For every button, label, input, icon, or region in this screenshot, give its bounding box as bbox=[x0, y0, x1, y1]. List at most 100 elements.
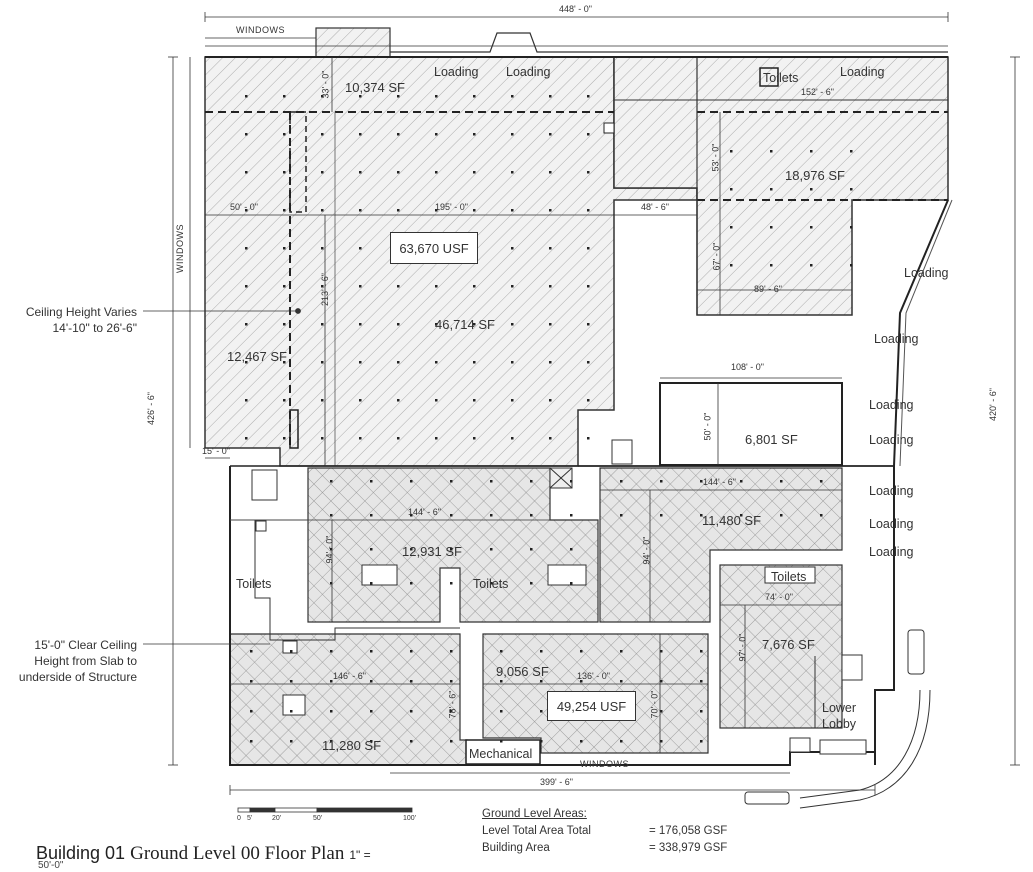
column-marker bbox=[370, 650, 373, 653]
areas-row: Building Area = 338,979 GSF bbox=[482, 840, 727, 857]
column-marker bbox=[435, 285, 438, 288]
areas-heading: Ground Level Areas: bbox=[482, 808, 587, 820]
dim-144-b: 144' - 6" bbox=[703, 477, 736, 487]
column-marker bbox=[660, 480, 663, 483]
column-marker bbox=[530, 582, 533, 585]
dim-left-height: 426' - 6" bbox=[145, 392, 156, 425]
column-marker bbox=[511, 285, 514, 288]
column-marker bbox=[500, 650, 503, 653]
column-marker bbox=[549, 209, 552, 212]
area-center: 12,931 SF bbox=[402, 544, 462, 559]
column-marker bbox=[770, 264, 773, 267]
column-marker bbox=[549, 95, 552, 98]
column-marker bbox=[587, 399, 590, 402]
column-marker bbox=[810, 264, 813, 267]
column-marker bbox=[780, 514, 783, 517]
column-marker bbox=[660, 710, 663, 713]
column-marker bbox=[490, 548, 493, 551]
column-marker bbox=[549, 133, 552, 136]
column-marker bbox=[660, 680, 663, 683]
loading-label: Loading bbox=[904, 266, 949, 280]
drawing-title: Building 01 Ground Level 00 Floor Plan 1… bbox=[36, 843, 371, 865]
column-marker bbox=[490, 514, 493, 517]
column-marker bbox=[370, 680, 373, 683]
scale-label: 100' bbox=[403, 815, 417, 822]
column-marker bbox=[435, 323, 438, 326]
column-marker bbox=[540, 680, 543, 683]
column-marker bbox=[511, 399, 514, 402]
column-marker bbox=[511, 209, 514, 212]
column-marker bbox=[850, 226, 853, 229]
column-marker bbox=[850, 264, 853, 267]
column-marker bbox=[730, 188, 733, 191]
column-marker bbox=[321, 285, 324, 288]
column-marker bbox=[473, 133, 476, 136]
column-marker bbox=[530, 480, 533, 483]
dim-195: 195' - 0" bbox=[435, 202, 468, 212]
column-marker bbox=[245, 171, 248, 174]
south-walls bbox=[229, 465, 894, 766]
note-line: underside of Structure bbox=[18, 670, 137, 684]
column-marker bbox=[290, 680, 293, 683]
column-marker bbox=[359, 285, 362, 288]
column-marker bbox=[321, 323, 324, 326]
note-clear-ceiling: 15'-0" Clear Ceiling Height from Slab to… bbox=[0, 637, 137, 685]
column-marker bbox=[435, 95, 438, 98]
area-south-center: 9,056 SF bbox=[496, 664, 549, 679]
column-marker bbox=[283, 133, 286, 136]
column-marker bbox=[321, 95, 324, 98]
note-leaders bbox=[143, 308, 301, 645]
column-marker bbox=[570, 548, 573, 551]
column-marker bbox=[283, 209, 286, 212]
column-marker bbox=[245, 209, 248, 212]
area-lower-usf: 49,254 USF bbox=[547, 691, 636, 721]
room-toilets-c: Toilets bbox=[473, 577, 509, 591]
column-marker bbox=[620, 480, 623, 483]
column-marker bbox=[660, 650, 663, 653]
title-level: Ground Level 00 Floor Plan bbox=[130, 843, 345, 864]
area-southwest: 11,280 SF bbox=[322, 738, 382, 753]
column-marker bbox=[511, 361, 514, 364]
column-marker bbox=[587, 323, 590, 326]
column-marker bbox=[283, 361, 286, 364]
column-marker bbox=[330, 514, 333, 517]
area-northeast: 18,976 SF bbox=[785, 168, 845, 183]
dim-213: 213' - 6" bbox=[319, 273, 330, 306]
column-marker bbox=[321, 171, 324, 174]
column-marker bbox=[620, 740, 623, 743]
area-main-usf: 63,670 USF bbox=[390, 232, 478, 264]
column-marker bbox=[330, 480, 333, 483]
column-marker bbox=[245, 323, 248, 326]
dim-97: 97' - 0" bbox=[737, 633, 748, 662]
dim-78: 78' - 6" bbox=[447, 690, 458, 719]
column-marker bbox=[770, 150, 773, 153]
loading-label: Loading bbox=[869, 433, 914, 447]
scale-label: 50' bbox=[313, 815, 323, 822]
column-marker bbox=[810, 188, 813, 191]
column-marker bbox=[587, 95, 590, 98]
column-marker bbox=[330, 548, 333, 551]
column-marker bbox=[660, 514, 663, 517]
column-marker bbox=[410, 514, 413, 517]
column-marker bbox=[283, 247, 286, 250]
column-marker bbox=[587, 171, 590, 174]
column-marker bbox=[511, 247, 514, 250]
column-marker bbox=[500, 740, 503, 743]
column-grid bbox=[245, 95, 853, 743]
column-marker bbox=[410, 680, 413, 683]
areas-row-label: Building Area bbox=[482, 842, 550, 854]
column-marker bbox=[245, 95, 248, 98]
column-marker bbox=[250, 710, 253, 713]
loading-label: Loading bbox=[874, 332, 919, 346]
column-marker bbox=[283, 171, 286, 174]
dim-108: 108' - 0" bbox=[731, 362, 764, 372]
column-marker bbox=[450, 582, 453, 585]
column-marker bbox=[620, 650, 623, 653]
column-marker bbox=[660, 740, 663, 743]
dim-33: 33' - 0" bbox=[320, 70, 331, 99]
column-marker bbox=[473, 95, 476, 98]
column-marker bbox=[450, 548, 453, 551]
scale-label: 20' bbox=[272, 815, 282, 822]
room-toilets-ne: Toilets bbox=[763, 71, 799, 85]
column-marker bbox=[587, 361, 590, 364]
